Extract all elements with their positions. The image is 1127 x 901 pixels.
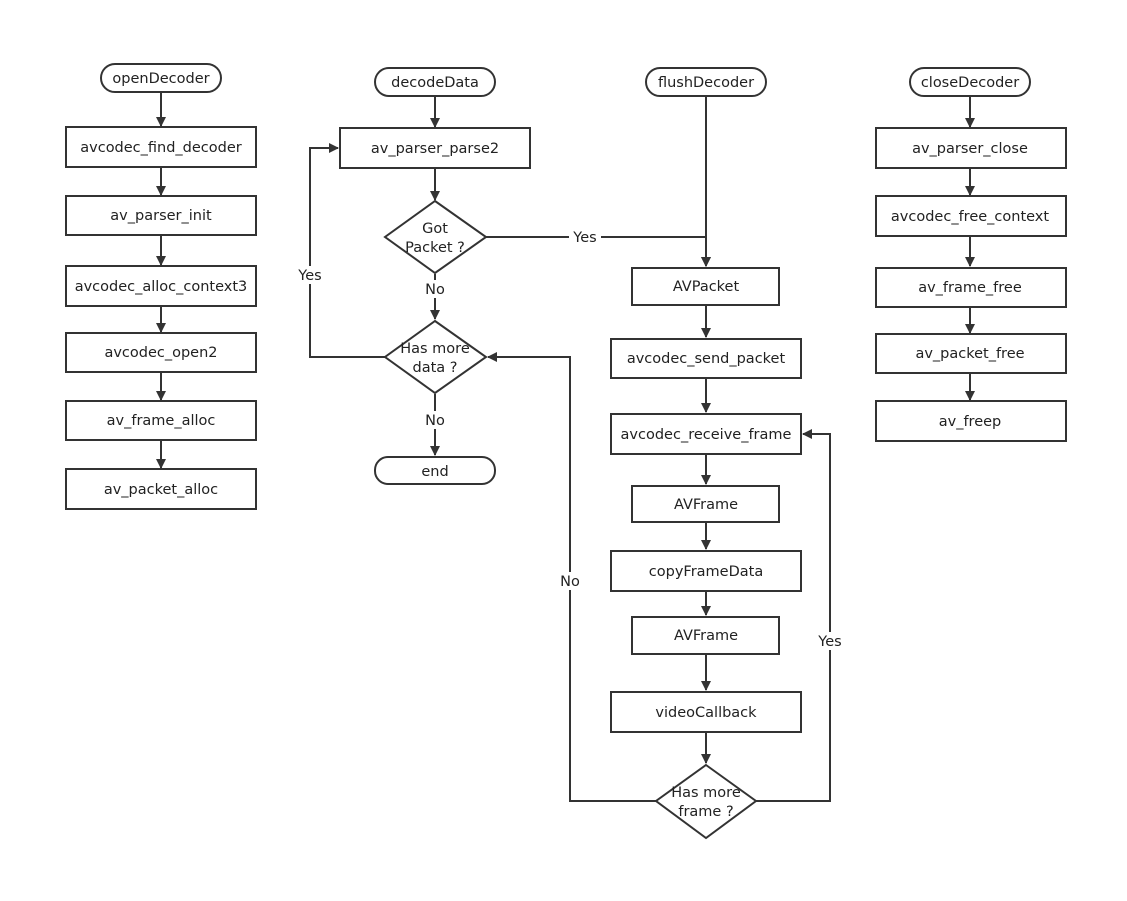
step-video-callback-label: videoCallback [655, 705, 757, 721]
step-avcodec-send-packet [610, 338, 802, 379]
step-avcodec-free-context [875, 195, 1067, 237]
decision-got-packet [383, 199, 488, 275]
decision-has-more-data-line1: Has more [400, 341, 470, 357]
step-avcodec-find-decoder [65, 126, 257, 168]
decision-has-more-data-line2: data ? [413, 360, 458, 376]
decision-has-more-data [383, 319, 488, 395]
step-av-packet-alloc-label: av_packet_alloc [104, 482, 218, 498]
edge-more-frame-yes [756, 429, 831, 802]
edge-label-more-frame-yes: Yes [817, 634, 841, 650]
decision-got-packet-line2: Packet ? [405, 240, 465, 256]
step-av-parser-close-label: av_parser_close [912, 141, 1028, 157]
step-av-frame-alloc [65, 400, 257, 441]
step-av-frame-free-label: av_frame_free [918, 280, 1022, 296]
column-flush-decoder: flushDecoder AVPacket avcodec_send_packe… [610, 67, 802, 840]
step-av-freep [875, 400, 1067, 442]
terminator-close-decoder-label: closeDecoder [921, 75, 1019, 91]
column-open-decoder: openDecoder avcodec_find_decoder av_pars… [65, 63, 257, 510]
column-decode-data: decodeData av_parser_parse2 Got Packet ?… [339, 67, 531, 485]
step-avpacket [631, 267, 780, 306]
step-av-packet-free-label: av_packet_free [915, 346, 1024, 362]
edge-label-got-packet-no: No [425, 282, 445, 298]
column-close-decoder: closeDecoder av_parser_close avcodec_fre… [875, 67, 1067, 442]
step-avcodec-open2 [65, 332, 257, 373]
step-av-packet-free [875, 333, 1067, 374]
decision-got-packet-line1: Got [422, 221, 448, 237]
step-copy-frame-data-label: copyFrameData [649, 564, 763, 580]
step-avcodec-alloc-context3-label: avcodec_alloc_context3 [75, 279, 248, 295]
edge-label-got-packet-yes: Yes [572, 230, 596, 246]
step-video-callback [610, 691, 802, 733]
step-avframe-2-label: AVFrame [674, 628, 738, 644]
terminator-decode-data [374, 67, 496, 97]
step-av-frame-free [875, 267, 1067, 308]
step-avcodec-open2-label: avcodec_open2 [104, 345, 217, 361]
step-avcodec-free-context-label: avcodec_free_context [891, 209, 1049, 225]
edge-labels: Yes No Yes No No Yes [294, 228, 846, 650]
edge-label-more-data-yes: Yes [297, 268, 321, 284]
edge-label-more-data-no: No [425, 413, 445, 429]
terminator-open-decoder-label: openDecoder [112, 71, 209, 87]
step-avcodec-send-packet-label: avcodec_send_packet [627, 351, 786, 367]
step-av-parser-init [65, 195, 257, 236]
step-av-parser-close [875, 127, 1067, 169]
edge-more-data-yes [309, 143, 385, 358]
step-av-packet-alloc [65, 468, 257, 510]
step-avcodec-alloc-context3 [65, 265, 257, 307]
terminator-decode-data-label: decodeData [391, 75, 479, 91]
step-av-freep-label: av_freep [939, 414, 1002, 430]
step-av-parser-init-label: av_parser_init [110, 208, 212, 224]
edge-label-more-frame-no: No [560, 574, 580, 590]
terminator-open-decoder [100, 63, 222, 93]
terminator-end-label: end [421, 464, 448, 480]
step-av-frame-alloc-label: av_frame_alloc [107, 413, 216, 429]
step-av-parser-parse2-label: av_parser_parse2 [371, 141, 499, 157]
terminator-flush-decoder [645, 67, 767, 97]
edges [156, 92, 975, 802]
decision-has-more-frame-line1: Has more [671, 785, 741, 801]
step-avcodec-find-decoder-label: avcodec_find_decoder [80, 140, 242, 156]
decision-has-more-frame [654, 763, 758, 840]
step-copy-frame-data [610, 550, 802, 592]
step-avcodec-receive-frame [610, 413, 802, 455]
step-av-parser-parse2 [339, 127, 531, 169]
step-avframe-1 [631, 485, 780, 523]
step-avframe-1-label: AVFrame [674, 497, 738, 513]
step-avpacket-label: AVPacket [673, 279, 740, 295]
terminator-end [374, 456, 496, 485]
terminator-close-decoder [909, 67, 1031, 97]
step-avcodec-receive-frame-label: avcodec_receive_frame [621, 427, 792, 443]
terminator-flush-decoder-label: flushDecoder [658, 75, 754, 91]
decision-has-more-frame-line2: frame ? [678, 804, 733, 820]
step-avframe-2 [631, 616, 780, 655]
